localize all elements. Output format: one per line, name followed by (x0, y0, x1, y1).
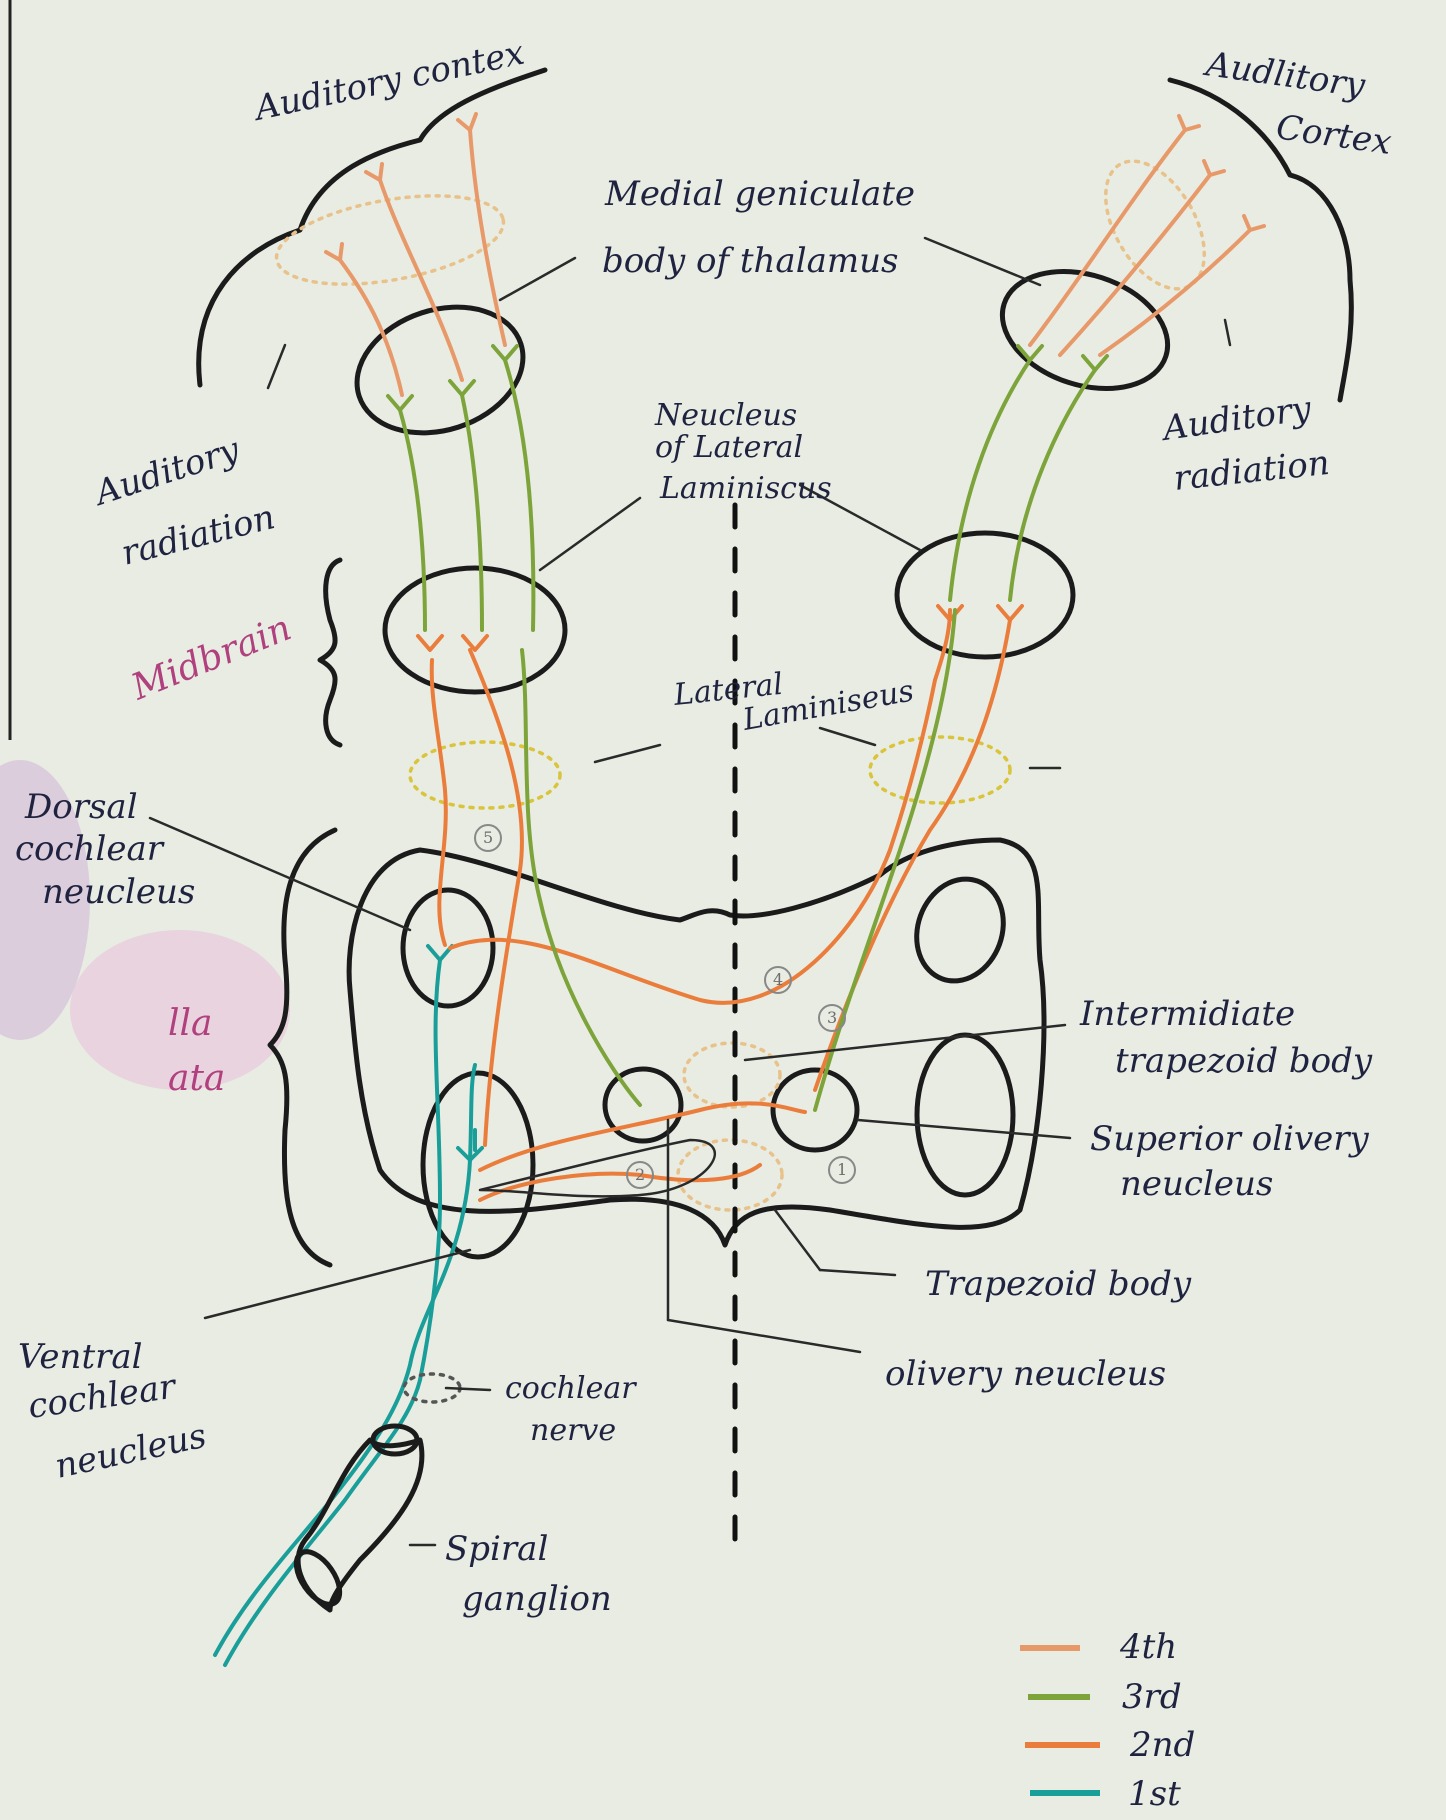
label-cochlear-nerve-2: nerve (530, 1413, 616, 1448)
label-trapezoid-body: Trapezoid body (925, 1264, 1192, 1304)
label-nll-3: Laminiscus (659, 471, 832, 506)
label-nll-1: Neucleus (654, 398, 797, 433)
legend-label-3rd: 3rd (1122, 1677, 1182, 1717)
number-4: 4 (773, 970, 783, 989)
label-mgb-2: body of thalamus (602, 241, 898, 281)
label-spiral-ganglion-1: Spiral (445, 1529, 548, 1569)
label-nll-2: of Lateral (655, 430, 803, 465)
legend-label-1st: 1st (1128, 1774, 1181, 1814)
label-spiral-ganglion-2: ganglion (462, 1579, 612, 1619)
label-intermediate-trapezoid-1: Intermidiate (1079, 994, 1295, 1034)
number-3: 3 (827, 1008, 837, 1027)
number-5: 5 (483, 828, 493, 847)
label-ventral-cochlear-1: Ventral (18, 1337, 143, 1377)
label-dorsal-cochlear-3: neucleus (42, 872, 195, 912)
label-superior-olivary-1: Superior olivery (1090, 1119, 1370, 1159)
label-intermediate-trapezoid-2: trapezoid body (1115, 1041, 1373, 1081)
label-dorsal-cochlear-2: cochlear (15, 829, 165, 869)
number-2: 2 (635, 1165, 645, 1184)
label-cochlear-nerve-1: cochlear (505, 1371, 637, 1406)
label-mgb-1: Medial geniculate (604, 174, 915, 214)
legend-label-4th: 4th (1119, 1627, 1177, 1667)
label-medulla-1: lla (168, 1003, 213, 1044)
label-superior-olivary-2: neucleus (1120, 1164, 1273, 1204)
number-1: 1 (837, 1160, 847, 1179)
label-medulla-2: ata (168, 1058, 225, 1099)
legend-label-2nd: 2nd (1129, 1725, 1195, 1765)
label-dorsal-cochlear-1: Dorsal (24, 787, 138, 827)
label-olivary-nucleus: olivery neucleus (885, 1354, 1166, 1394)
